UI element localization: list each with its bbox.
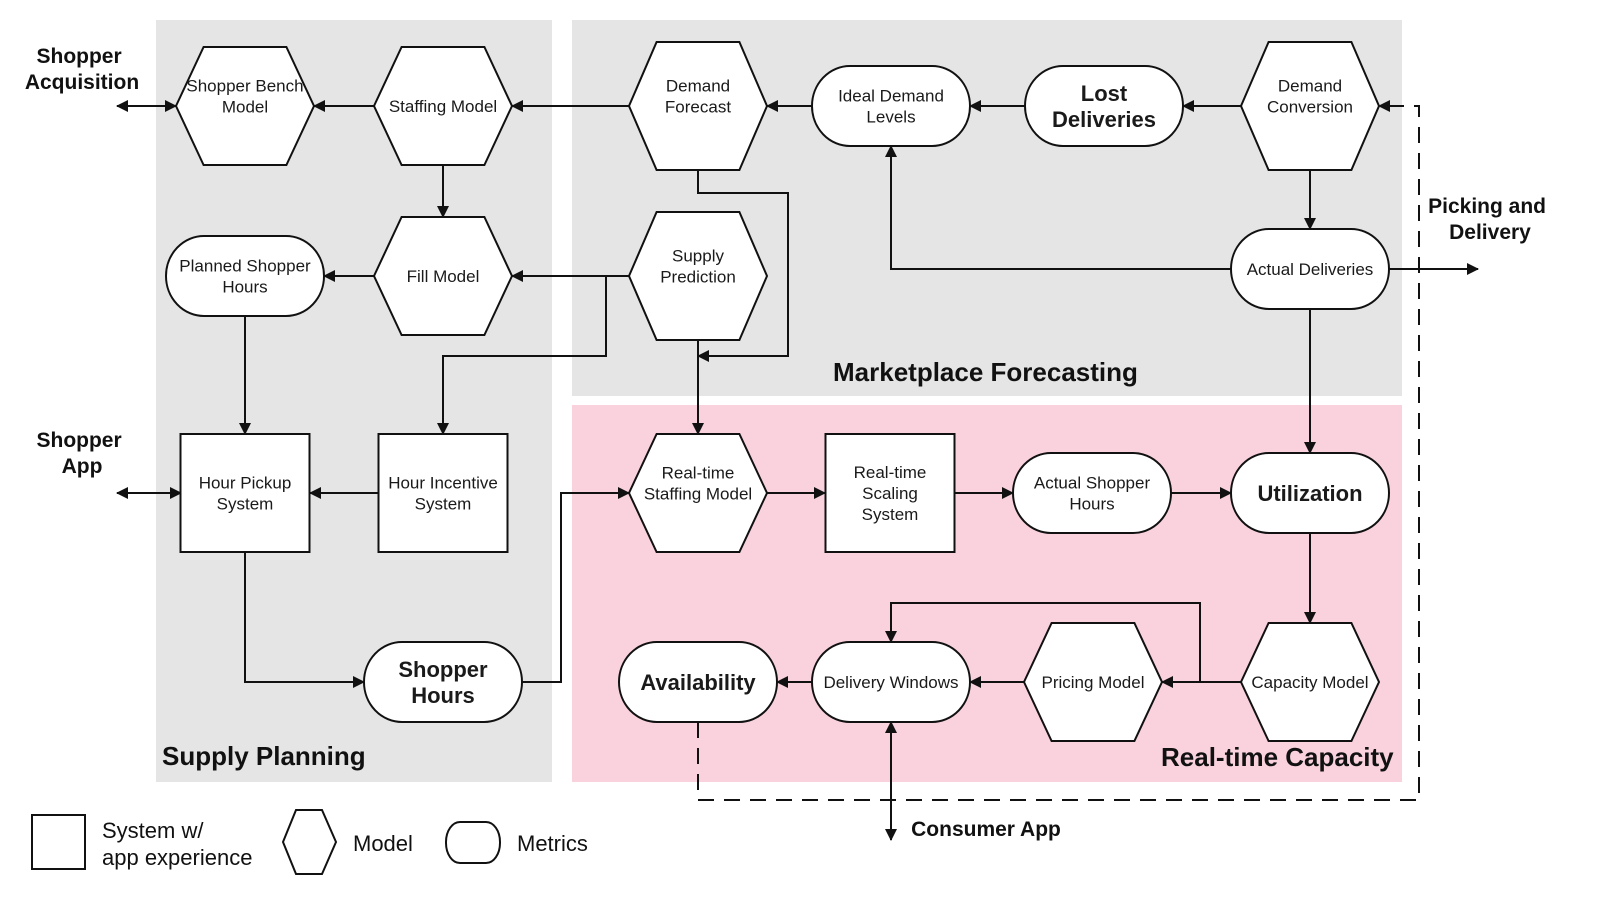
external-label-shopper-app: Shopper App xyxy=(36,429,127,478)
external-label-consumer-app: Consumer App xyxy=(911,818,1061,841)
edge-availability-to-demand-conversion xyxy=(697,100,1420,801)
node-label: Availability xyxy=(640,670,756,695)
model-hexagon xyxy=(627,433,769,553)
region-label-marketplace-forecasting: Marketplace Forecasting xyxy=(833,357,1138,387)
system-box xyxy=(824,433,956,553)
model-hexagon xyxy=(1239,622,1381,742)
node-label: Pricing Model xyxy=(1042,673,1145,692)
legend: System w/ app experience Model Metrics xyxy=(31,809,588,875)
node-utilization: Utilization xyxy=(1230,452,1390,534)
node-actual-deliveries: Actual Deliveries xyxy=(1230,228,1390,310)
model-hexagon xyxy=(372,216,514,336)
node-capacity-model: Capacity Model xyxy=(1239,622,1381,742)
edges-layer xyxy=(116,100,1479,841)
metric-pill xyxy=(811,65,971,147)
edge-actual-deliveries-to-ideal-demand-levels xyxy=(885,145,1231,270)
external-label-shopper-acquisition: Shopper Acquisition xyxy=(25,45,139,94)
model-hexagon xyxy=(1022,622,1164,742)
node-delivery-windows: Delivery Windows xyxy=(811,641,971,723)
model-hexagon xyxy=(372,46,514,166)
metric-pill xyxy=(618,641,778,723)
node-fill-model: Fill Model xyxy=(372,216,514,336)
node-staffing-model: Staffing Model xyxy=(372,46,514,166)
model-hexagon xyxy=(1239,41,1381,171)
legend-system-swatch xyxy=(31,814,86,870)
metric-pill xyxy=(165,235,325,317)
metric-pill xyxy=(811,641,971,723)
legend-model-swatch xyxy=(281,809,338,875)
legend-system-label: System w/ app experience xyxy=(102,818,252,870)
edge-hour-pickup-system-to-shopper-hours xyxy=(244,552,365,688)
system-box xyxy=(377,433,509,553)
edge-demand-forecast-to-realtime-staffing-model xyxy=(697,170,789,362)
legend-metrics-label: Metrics xyxy=(517,831,588,856)
model-hexagon xyxy=(174,46,316,166)
legend-metrics-swatch xyxy=(445,821,501,864)
model-hexagon xyxy=(627,41,769,171)
metric-pill xyxy=(1012,452,1172,534)
metric-pill xyxy=(1230,452,1390,534)
metric-pill xyxy=(1230,228,1390,310)
node-label: Capacity Model xyxy=(1251,673,1368,692)
external-label-picking-delivery: Picking and Delivery xyxy=(1428,195,1552,244)
node-label: Staffing Model xyxy=(389,97,497,116)
model-hexagon xyxy=(627,211,769,341)
legend-model-label: Model xyxy=(353,831,413,856)
system-box xyxy=(179,433,311,553)
metric-pill xyxy=(1024,65,1184,147)
node-label: Utilization xyxy=(1257,481,1362,506)
edge-shopper-hours-to-realtime-staffing-model xyxy=(522,487,630,683)
region-label-supply-planning: Supply Planning xyxy=(162,741,366,771)
node-label: Fill Model xyxy=(407,267,480,286)
edge-supply-prediction-to-hour-incentive-system xyxy=(437,276,607,435)
metric-pill xyxy=(363,641,523,723)
node-availability: Availability xyxy=(618,641,778,723)
region-label-realtime-capacity: Real-time Capacity xyxy=(1161,742,1394,772)
node-label: Actual Deliveries xyxy=(1247,260,1374,279)
edge-capacity-model-to-delivery-windows xyxy=(885,602,1201,682)
node-label: Delivery Windows xyxy=(823,673,958,692)
node-pricing-model: Pricing Model xyxy=(1022,622,1164,742)
